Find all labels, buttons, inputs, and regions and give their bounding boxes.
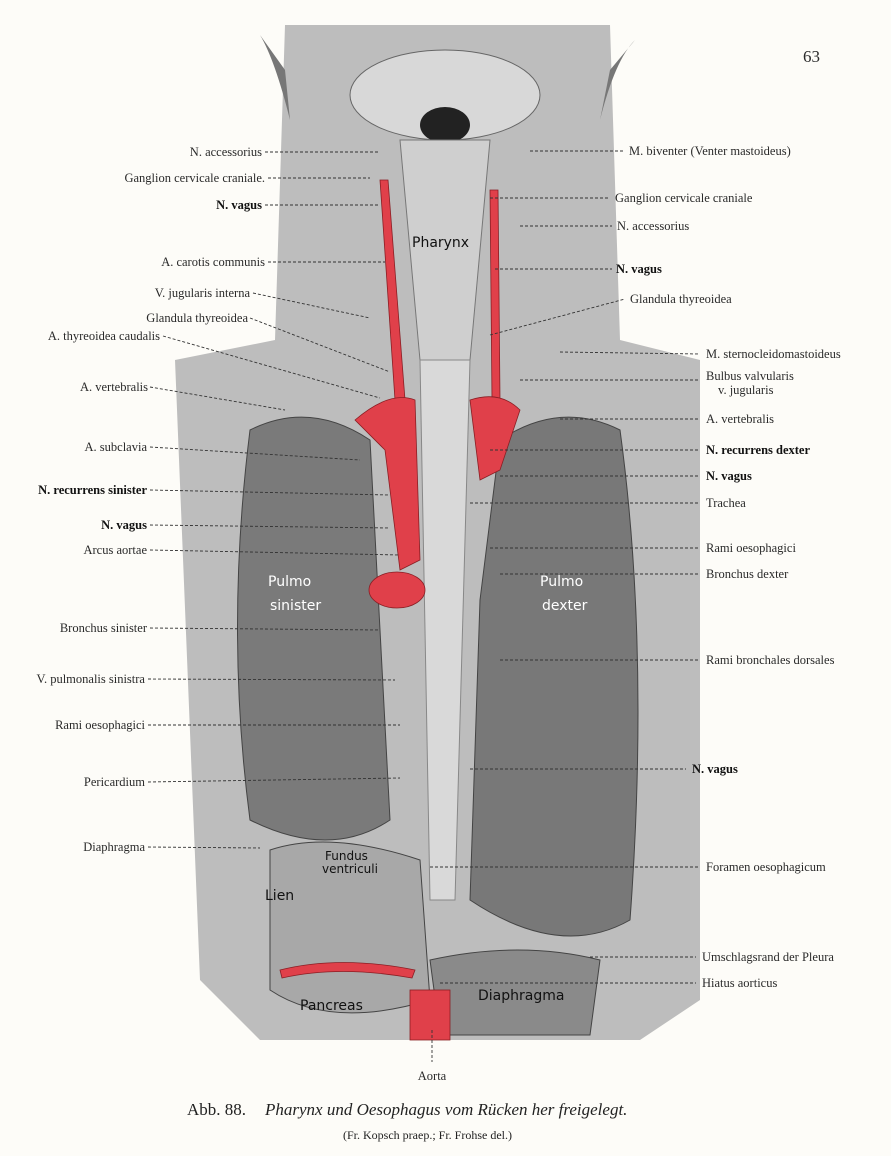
label: Pericardium: [84, 775, 145, 789]
label: Glandula thyreoidea: [146, 311, 248, 325]
label: Rami bronchales dorsales: [706, 653, 835, 667]
illustration: Pharynx Pulmo sinister Pulmo dexter Fund…: [175, 25, 700, 1041]
inline-label-fundus: Fundus: [325, 849, 368, 863]
inline-label-pulmo-sinister: Pulmo: [268, 574, 311, 590]
label: v. jugularis: [718, 383, 774, 397]
inline-label-pulmo-dexter-2: dexter: [542, 598, 588, 614]
inline-label-fundus-2: ventriculi: [322, 862, 378, 876]
label: N. accessorius: [190, 145, 262, 159]
inline-label-pharynx: Pharynx: [412, 235, 469, 251]
label: V. pulmonalis sinistra: [37, 672, 146, 686]
label: Bronchus dexter: [706, 567, 789, 581]
label: Umschlagsrand der Pleura: [702, 950, 834, 964]
label: Rami oesophagici: [706, 541, 796, 555]
inline-label-diaphragma: Diaphragma: [478, 988, 564, 1004]
label: A. carotis communis: [161, 255, 265, 269]
caption-number: Abb. 88.: [187, 1100, 246, 1119]
label: N. vagus: [706, 469, 752, 483]
label: Bulbus valvularis: [706, 369, 794, 383]
right-leader-lines: [430, 150, 701, 1062]
label: N. vagus: [101, 518, 147, 532]
left-labels: N. accessorius Ganglion cervicale crania…: [37, 145, 266, 854]
label: Ganglion cervicale craniale: [615, 191, 753, 205]
label: N. recurrens dexter: [706, 443, 810, 457]
label: N. accessorius: [617, 219, 689, 233]
label: A. subclavia: [85, 440, 148, 454]
label: Arcus aortae: [83, 543, 147, 557]
label: V. jugularis interna: [155, 286, 251, 300]
label: Trachea: [706, 496, 746, 510]
page-number: 63: [803, 47, 820, 66]
label: Bronchus sinister: [60, 621, 148, 635]
label: Ganglion cervicale craniale.: [124, 171, 265, 185]
label: M. sternocleidomastoideus: [706, 347, 841, 361]
inline-label-pulmo-dexter: Pulmo: [540, 574, 583, 590]
label: A. thyreoidea caudalis: [48, 329, 160, 343]
inline-label-pancreas: Pancreas: [300, 998, 363, 1014]
label: Hiatus aorticus: [702, 976, 777, 990]
label: Rami oesophagici: [55, 718, 145, 732]
caption-credit: (Fr. Kopsch praep.; Fr. Frohse del.): [343, 1128, 512, 1142]
label: A. vertebralis: [706, 412, 774, 426]
label-aorta: Aorta: [418, 1069, 447, 1083]
label: N. recurrens sinister: [38, 483, 147, 497]
right-labels: M. biventer (Venter mastoideus) Ganglion…: [615, 144, 841, 990]
label: N. vagus: [692, 762, 738, 776]
label: Diaphragma: [83, 840, 145, 854]
arteries: [279, 179, 521, 1041]
inline-label-lien: Lien: [265, 888, 294, 904]
label: Glandula thyreoidea: [630, 292, 732, 306]
label: N. vagus: [216, 198, 262, 212]
left-leader-lines: [147, 151, 401, 849]
caption-title: Pharynx und Oesophagus vom Rücken her fr…: [264, 1100, 627, 1119]
label: A. vertebralis: [80, 380, 148, 394]
label: N. vagus: [616, 262, 662, 276]
label: Foramen oesophagicum: [706, 860, 826, 874]
label: M. biventer (Venter mastoideus): [629, 144, 791, 158]
inline-label-pulmo-sinister-2: sinister: [270, 598, 321, 614]
